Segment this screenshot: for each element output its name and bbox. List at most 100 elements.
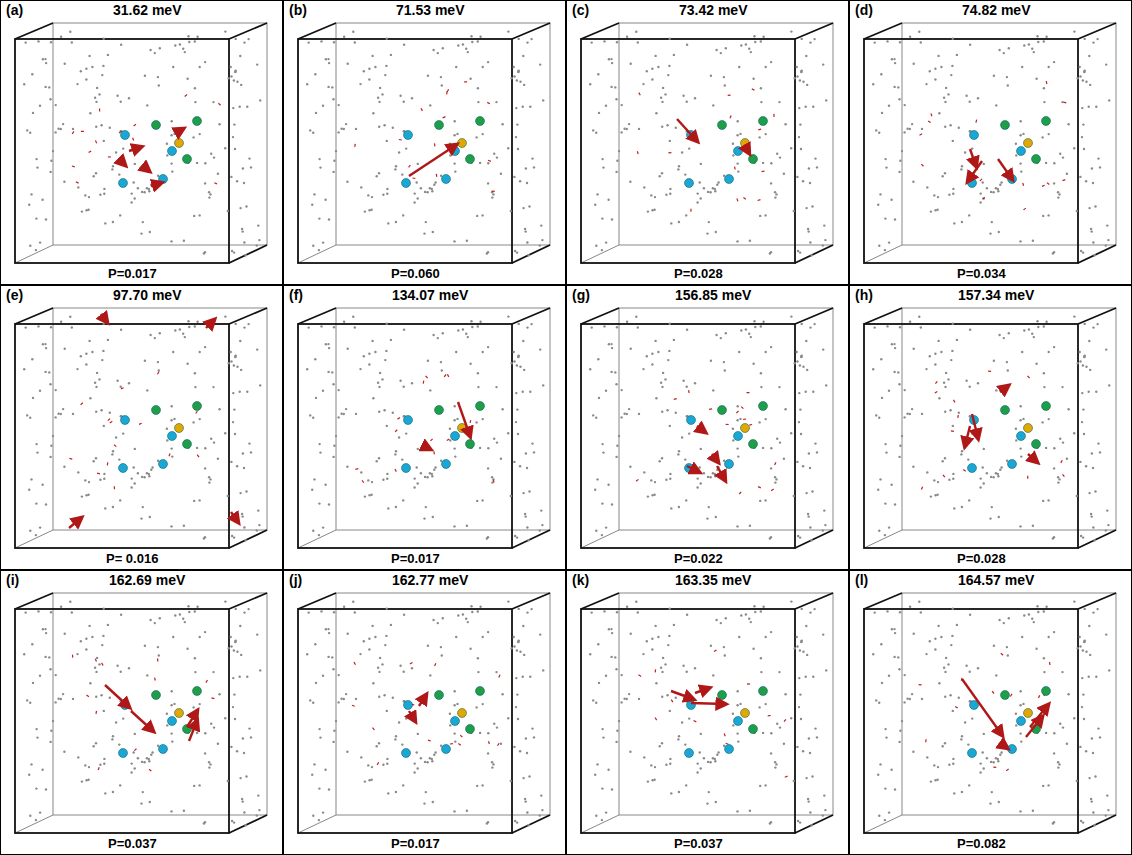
panel-letter: (e) — [4, 288, 25, 303]
atom-dot — [540, 509, 542, 511]
atom-dot — [187, 320, 189, 322]
atom-dot — [128, 382, 130, 384]
atom-dot — [112, 506, 114, 508]
atom-dot — [1066, 458, 1068, 460]
atom-dot — [218, 123, 220, 125]
front-face — [15, 39, 229, 263]
atom-dot — [457, 329, 459, 331]
atom-dot — [918, 31, 920, 33]
displacement-tick — [72, 165, 75, 167]
displacement-tick — [69, 458, 72, 460]
atom-dot — [794, 362, 796, 364]
atom-dot — [937, 196, 939, 198]
atom-dot — [614, 371, 616, 373]
atom-dot — [677, 453, 679, 455]
atom-dot — [457, 44, 459, 46]
displacement-tick — [114, 445, 116, 447]
displacement-tick — [637, 151, 639, 154]
atom-dot — [77, 756, 79, 758]
atom-dot — [454, 405, 456, 407]
atom-dot — [936, 209, 938, 211]
atom-dot — [151, 181, 153, 183]
atom-dot — [635, 316, 637, 318]
atom-dot — [432, 516, 434, 518]
atom-dot — [385, 350, 387, 352]
atom-dot — [420, 472, 422, 474]
cube-edge — [795, 245, 833, 263]
atom-dot — [968, 499, 970, 501]
atom-dot — [770, 346, 772, 348]
atom-dot — [967, 173, 969, 175]
atom-dot — [312, 132, 314, 134]
cube-edge — [229, 308, 267, 324]
atom-dot — [920, 326, 922, 328]
atom-dot — [166, 428, 168, 430]
atom-dot — [235, 323, 237, 325]
atom-dot — [52, 435, 54, 437]
atom-dot — [371, 481, 373, 483]
atom-dot — [1057, 196, 1059, 198]
atom-dot — [1088, 340, 1090, 342]
atom-dot — [60, 321, 62, 323]
atom-dot — [186, 648, 188, 650]
atom-dot — [668, 65, 670, 67]
displacement-tick — [110, 421, 113, 423]
atom-dot — [192, 706, 194, 708]
atom-dot — [620, 416, 622, 418]
atom-dot — [378, 457, 380, 459]
atom-dot — [646, 355, 648, 357]
atom-dot — [44, 628, 46, 630]
atom-dot — [664, 93, 666, 95]
atom-dot — [944, 411, 946, 413]
atom-dot — [1092, 241, 1094, 243]
atom-dot — [372, 397, 374, 399]
cube-edge — [581, 530, 619, 548]
atom-dot — [888, 105, 890, 107]
atom-dot — [1036, 35, 1038, 37]
atom-dot — [898, 171, 900, 173]
atom-dot — [770, 61, 772, 63]
atom-dot — [368, 78, 370, 80]
atom-dot — [611, 347, 613, 349]
atom-dot — [239, 492, 241, 494]
atom-dot — [714, 190, 716, 192]
atom-dot — [1008, 47, 1010, 49]
small-displacements — [920, 81, 1067, 210]
displacement-tick — [953, 400, 955, 403]
atom-dot — [1096, 38, 1098, 40]
atom-dot — [1006, 76, 1008, 78]
displacement-tick — [99, 109, 100, 112]
displacement-arrow — [998, 159, 1012, 179]
back-face — [902, 23, 1116, 245]
atom-dot — [230, 645, 232, 647]
atom-dot — [716, 184, 718, 186]
atom-dot — [308, 326, 310, 328]
atom-dot — [122, 147, 124, 149]
atom-dot — [71, 611, 73, 613]
atom-dot — [1000, 181, 1002, 183]
atom-dot — [203, 822, 205, 824]
atom-dot — [696, 201, 698, 203]
atom-dot — [1019, 240, 1021, 242]
atom-dot — [1052, 537, 1054, 539]
atom-dot — [681, 151, 683, 153]
atom-dot — [213, 156, 215, 158]
atom-dot — [686, 386, 688, 388]
atom-dot — [403, 386, 405, 388]
atom-dot — [141, 761, 143, 763]
atom-dot — [199, 703, 201, 705]
atom-dot — [953, 507, 955, 509]
defect-atom — [725, 175, 734, 184]
atom-dot — [825, 99, 827, 101]
atom-dot — [64, 63, 66, 65]
atom-dot — [595, 245, 597, 247]
displacement-tick — [355, 468, 358, 470]
atom-dot — [194, 610, 196, 612]
atom-dot — [943, 97, 945, 99]
atom-dot — [662, 372, 664, 374]
atom-dot — [232, 421, 234, 423]
atom-dot — [669, 193, 671, 195]
atom-dot — [913, 348, 915, 350]
supercell-illustration — [1, 571, 284, 855]
atom-dot — [601, 217, 603, 219]
